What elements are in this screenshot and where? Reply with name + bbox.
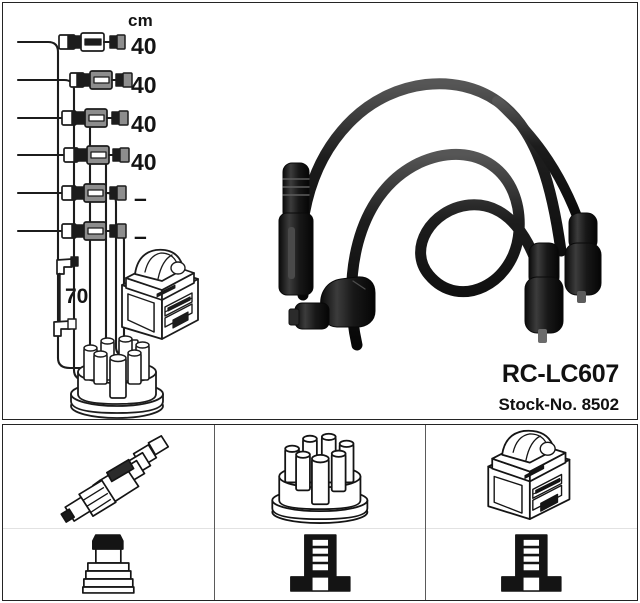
- cable-length-6: –: [134, 223, 147, 249]
- panel-distributor-cap-top: [214, 425, 426, 529]
- cable-length-3: 40: [131, 111, 157, 137]
- cable-length-2: 40: [131, 72, 157, 98]
- component-legend-panels: [2, 424, 638, 601]
- spark-plug-boot-icon: [82, 534, 135, 594]
- distributor-cap-drawing: [70, 335, 164, 419]
- cable-set-photo: [278, 78, 602, 351]
- panel-spark-plug-bottom: [3, 529, 214, 600]
- panel-ignition-coil-bottom: [426, 529, 637, 600]
- cable-harness-schematic: [16, 32, 199, 419]
- distributor-cap-icon: [271, 432, 368, 524]
- product-code: RC-LC607: [501, 360, 619, 388]
- cable-length-5: –: [134, 185, 147, 211]
- cable-length-1: 40: [131, 33, 157, 59]
- coil-drawing: [121, 248, 199, 340]
- distributor-terminal-icon: [289, 534, 351, 592]
- panel-spark-plug: [3, 425, 215, 600]
- spark-plug-icon: [60, 435, 170, 523]
- unit-header-cm: cm: [128, 11, 153, 30]
- panel-distributor-cap: [214, 425, 427, 600]
- panel-ignition-coil: [426, 425, 638, 600]
- coil-terminal-icon: [501, 534, 562, 592]
- panel-distributor-cap-bottom: [215, 529, 426, 600]
- main-diagram-frame: cm 40 40 40 40 – – 70: [2, 2, 638, 420]
- panel-spark-plug-top: [3, 425, 214, 529]
- panel-ignition-coil-top: [426, 425, 638, 529]
- stock-number: Stock-No. 8502: [498, 395, 620, 414]
- short-lead-length: 70: [65, 285, 89, 308]
- ignition-coil-icon: [487, 429, 571, 520]
- cable-length-4: 40: [131, 149, 157, 175]
